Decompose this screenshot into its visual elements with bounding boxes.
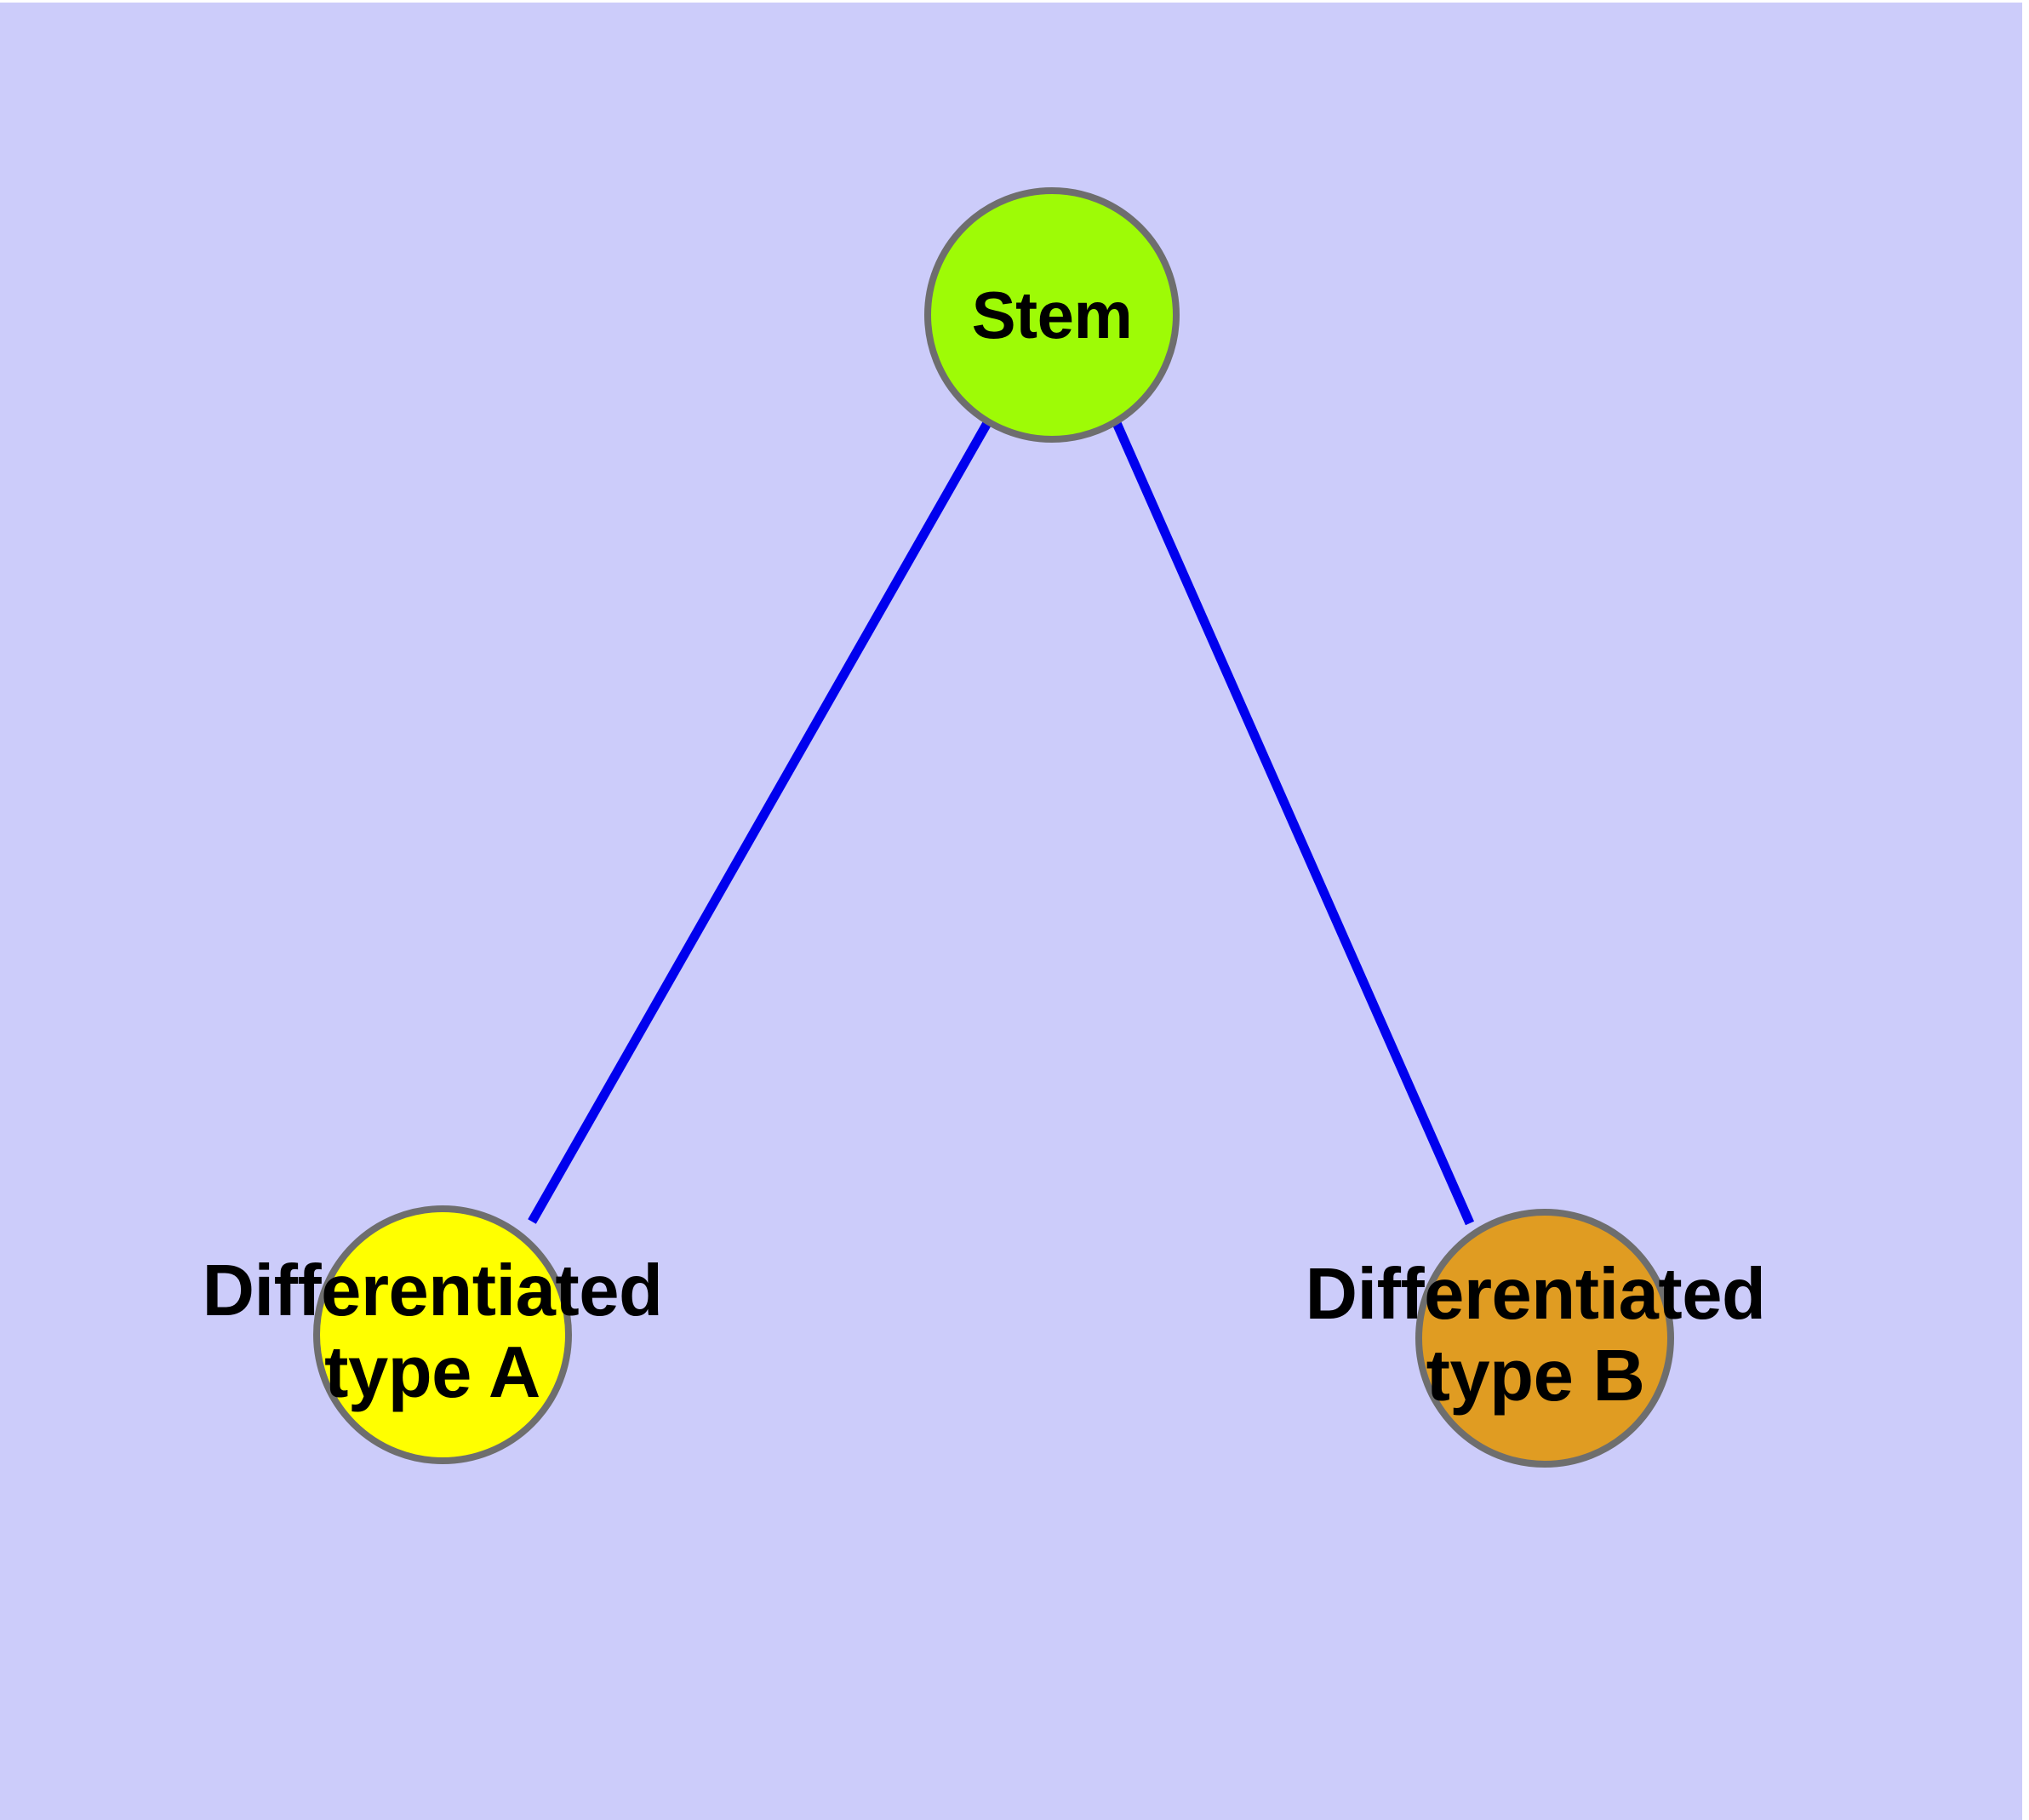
- edge-layer: [528, 421, 1475, 1226]
- node-differentiated-type-a[interactable]: [313, 1205, 572, 1464]
- edge-stem-to-differentiated-type-b[interactable]: [1112, 421, 1475, 1226]
- node-layer: [313, 187, 1674, 1468]
- node-differentiated-type-b[interactable]: [1415, 1209, 1674, 1468]
- diagram-background: Stem Differentiated type A Differentiate…: [0, 3, 2022, 1820]
- node-stem[interactable]: [924, 187, 1180, 443]
- edge-stem-to-differentiated-type-a[interactable]: [528, 421, 992, 1224]
- graph-svg: [313, 187, 1674, 1468]
